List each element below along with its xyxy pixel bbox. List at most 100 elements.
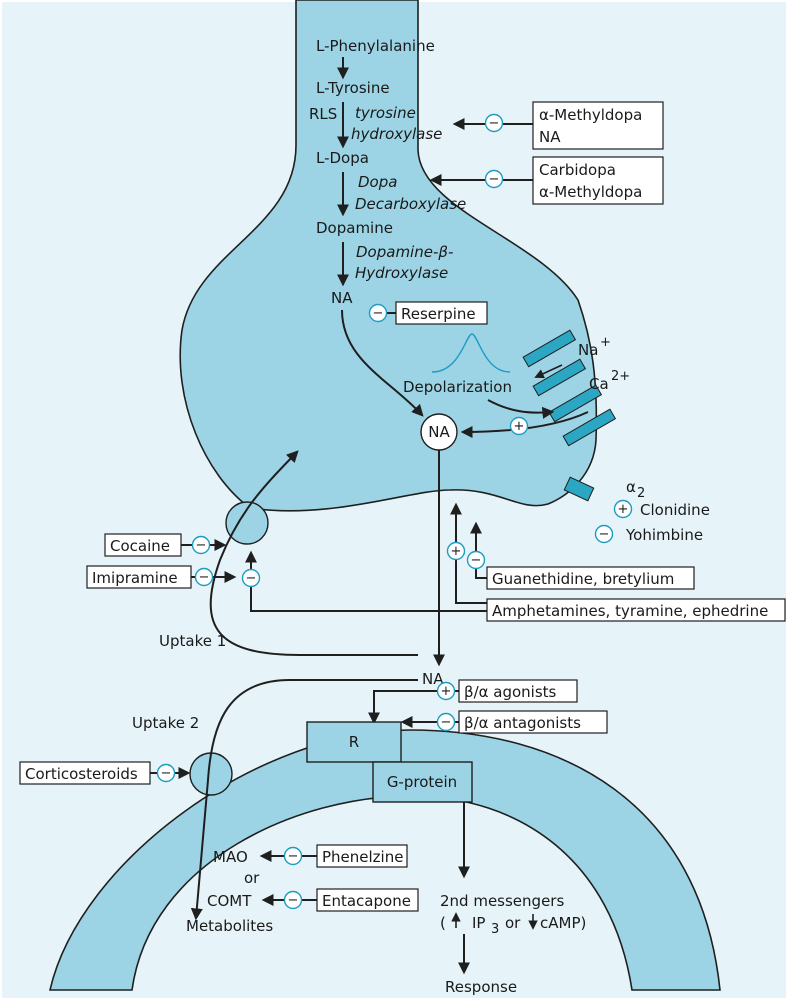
box-beta-antagonists-text: β/α antagonists	[464, 714, 581, 732]
label-second-messengers: 2nd messengers	[440, 892, 564, 910]
box-carbidopa	[532, 156, 664, 205]
inhibit-sign-2	[484, 169, 504, 189]
label-receptor: R	[349, 733, 359, 751]
label-tyrosine-hydroxylase-2: hydroxylase	[351, 125, 442, 143]
label-uptake2: Uptake 2	[132, 714, 199, 732]
box-carbidopa-line1: Carbidopa	[539, 161, 616, 179]
inhibit-sign-antagonists-text: −	[441, 715, 452, 730]
label-uptake1: Uptake 1	[159, 632, 226, 650]
label-phenylalanine: L-Phenylalanine	[316, 37, 435, 55]
stimulate-sign-ca-text: +	[514, 419, 525, 434]
box-methyldopa-line1: α-Methyldopa	[539, 106, 642, 124]
label-tyrosine-hydroxylase-1: tyrosine	[355, 104, 416, 122]
label-yohimbine: Yohimbine	[625, 526, 703, 544]
box-methyldopa-line2: NA	[539, 128, 561, 146]
label-alpha2: α	[626, 478, 636, 496]
label-dopa-decarboxylase-2: Decarboxylase	[355, 195, 466, 213]
ca-channel-lower	[562, 408, 617, 447]
na-channel-upper	[522, 329, 577, 368]
box-imipramine-text: Imipramine	[92, 569, 178, 587]
arrow-uptake1-reuptake	[209, 450, 418, 656]
stimulate-sign-agonists	[436, 681, 456, 701]
arrow-uptake2-to-metabolites	[190, 679, 418, 921]
arrow-depolarization	[487, 399, 555, 419]
box-carbidopa-line2: α-Methyldopa	[539, 183, 642, 201]
label-metabolites: Metabolites	[186, 917, 273, 935]
stimulate-sign-agonists-text: +	[441, 684, 452, 699]
box-corticosteroids-text: Corticosteroids	[25, 765, 138, 783]
box-methyldopa-na	[532, 101, 664, 150]
inhibit-sign-amphetamines-uptake-text: −	[246, 571, 257, 586]
inhibit-sign-yohimbine-text: −	[599, 527, 610, 542]
label-tyrosine: L-Tyrosine	[316, 79, 390, 97]
label-rls: RLS	[309, 105, 337, 123]
arrow-na-to-release	[341, 309, 424, 417]
label-msg-open: (	[440, 914, 446, 932]
stimulate-sign-clonidine	[613, 499, 633, 519]
label-dbh-1: Dopamine-β-	[356, 243, 453, 261]
label-alpha2-sub: 2	[637, 486, 645, 501]
box-guanethidine-text: Guanethidine, bretylium	[492, 570, 674, 588]
action-potential-waveform	[431, 333, 511, 373]
label-na-cleft: NA	[422, 670, 444, 688]
inhibit-sign-guanethidine	[466, 550, 486, 570]
label-comt: COMT	[207, 892, 252, 910]
arrow-agonists	[368, 690, 459, 725]
inhibit-sign-3-text: −	[373, 306, 384, 321]
inhibit-sign-guanethidine-text: −	[471, 553, 482, 568]
presynaptic-terminal	[179, 0, 598, 512]
label-na-circle: NA	[428, 423, 450, 441]
inhibit-sign-corticosteroids-text: −	[161, 766, 172, 781]
inhibit-sign-entacapone-text: −	[288, 893, 299, 908]
box-cocaine-text: Cocaine	[110, 537, 170, 555]
inhibit-sign-cocaine	[191, 535, 211, 555]
box-reserpine-text: Reserpine	[401, 305, 476, 323]
arrow-ca-stimulates-release	[460, 411, 589, 438]
inhibit-sign-imipramine	[194, 567, 214, 587]
label-ip3: IP	[472, 914, 485, 932]
label-clonidine: Clonidine	[640, 501, 710, 519]
alpha2-receptor	[563, 476, 595, 502]
arrow-guanethidine	[470, 521, 487, 579]
na-channel-lower	[532, 358, 587, 397]
stimulate-sign-ca	[509, 416, 529, 436]
g-protein-box	[372, 761, 473, 803]
inhibit-sign-entacapone	[283, 890, 303, 910]
inhibit-sign-yohimbine	[594, 524, 614, 544]
label-dopa-decarboxylase-1: Dopa	[358, 173, 397, 191]
inhibit-sign-1-text: −	[489, 116, 500, 131]
label-dbh-2: Hydroxylase	[355, 264, 448, 282]
stimulate-sign-amphetamines	[446, 541, 466, 561]
arrow-amphetamines-release	[450, 502, 487, 604]
label-ca-ion-charge: 2+	[611, 369, 630, 384]
label-dopa: L-Dopa	[316, 149, 369, 167]
label-na-ion-charge: +	[600, 335, 611, 350]
receptor-box	[306, 721, 402, 763]
ion-channels	[522, 329, 617, 447]
inhibit-sign-cocaine-text: −	[196, 538, 207, 553]
label-g-protein: G-protein	[387, 773, 457, 791]
uptake1-transporter	[225, 501, 269, 545]
inhibit-sign-3	[368, 303, 388, 323]
inhibit-sign-corticosteroids	[156, 763, 176, 783]
postsynaptic-membrane	[48, 729, 721, 991]
label-camp: cAMP)	[540, 914, 586, 932]
inhibit-sign-2-text: −	[489, 172, 500, 187]
box-entacapone-text: Entacapone	[322, 892, 411, 910]
label-depolarization: Depolarization	[403, 378, 512, 396]
inhibit-sign-phenelzine-text: −	[288, 849, 299, 864]
arrow-na-influx	[534, 364, 563, 379]
stimulate-sign-clonidine-text: +	[618, 502, 629, 517]
box-amphetamines-text: Amphetamines, tyramine, ephedrine	[492, 602, 768, 620]
inhibit-sign-1	[484, 113, 504, 133]
label-response: Response	[445, 978, 517, 996]
inhibit-sign-phenelzine	[283, 846, 303, 866]
label-ca-ion: Ca	[589, 375, 609, 393]
label-na-synthesized: NA	[331, 289, 353, 307]
label-ip3-sub: 3	[491, 922, 499, 937]
label-or: or	[244, 869, 260, 887]
inhibit-sign-imipramine-text: −	[199, 570, 210, 585]
box-beta-agonists-text: β/α agonists	[464, 683, 557, 701]
